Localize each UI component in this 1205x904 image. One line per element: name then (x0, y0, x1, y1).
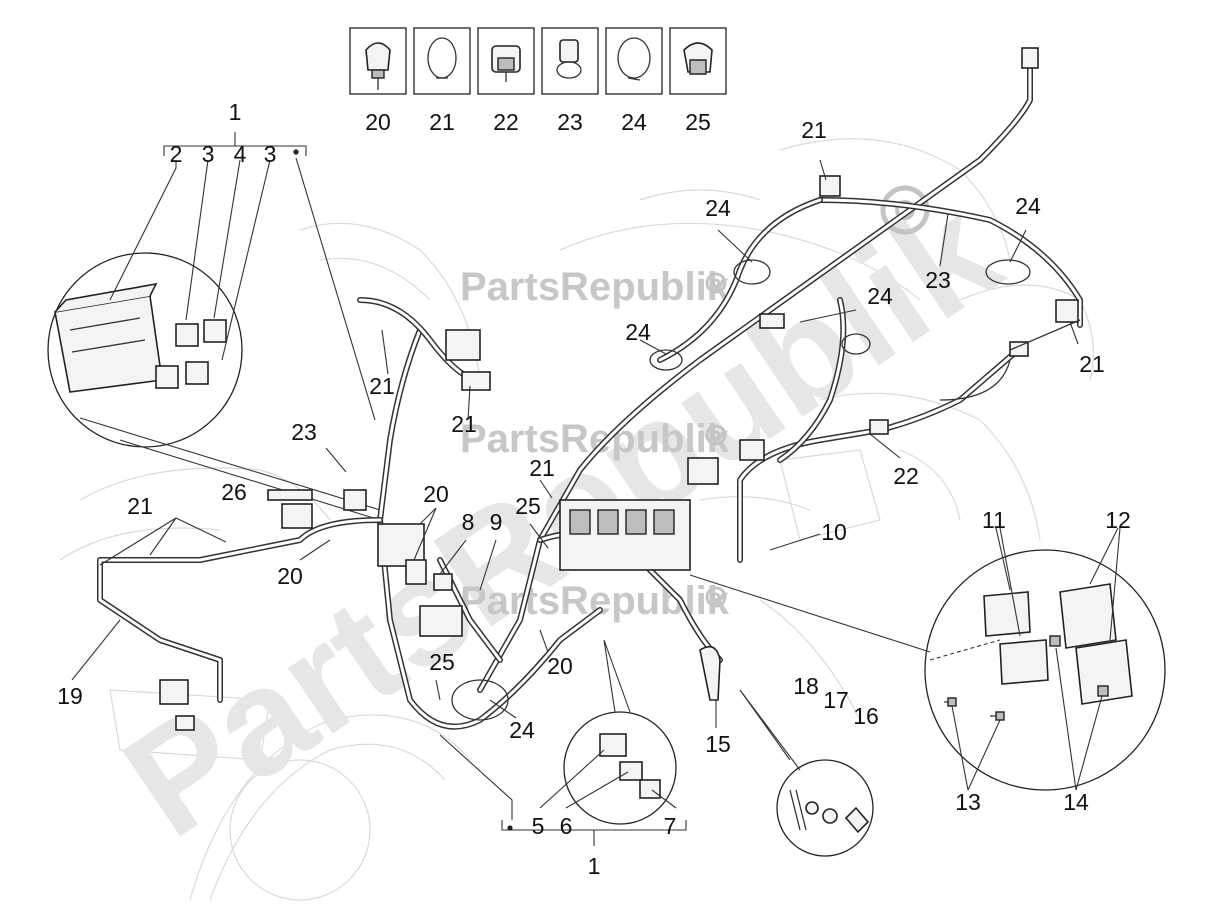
callout-26: 26 (221, 479, 247, 505)
callout-3a: 3 (202, 141, 215, 167)
callout-14: 14 (1063, 789, 1089, 815)
bullet-dot-top (293, 149, 299, 155)
bolt-detail (739, 689, 874, 857)
callout-21-center: 21 (529, 455, 555, 481)
callout-24-low: 24 (509, 717, 535, 743)
callout-8: 8 (462, 509, 475, 535)
watermark-small-text-1: PartsRepublik (460, 265, 730, 309)
callout-13: 13 (955, 789, 981, 815)
callout-24-d: 24 (625, 319, 651, 345)
callout-4: 4 (234, 141, 247, 167)
legend-box-24 (605, 27, 663, 95)
kit-bracket-bottom (439, 734, 687, 846)
callout-6: 6 (560, 813, 573, 839)
callout-21-right: 21 (1079, 351, 1105, 377)
callout-20-a: 20 (423, 481, 449, 507)
ring-clamp-large-icon (617, 37, 651, 81)
fuse-box-detail (47, 159, 381, 521)
callout-11: 11 (982, 507, 1006, 533)
legend-box-21 (413, 27, 471, 95)
fuse-detail (539, 639, 677, 825)
callout-23-left: 23 (291, 419, 317, 445)
callout-17: 17 (823, 687, 849, 713)
callout-21-box: 21 (429, 109, 455, 135)
callout-7: 7 (664, 813, 677, 839)
tape-strip (267, 489, 313, 501)
bullet-dot-bottom (507, 825, 513, 831)
ring-clamp-icon (427, 37, 457, 79)
callout-21-mid: 21 (369, 373, 395, 399)
callout-24-b: 24 (1015, 193, 1041, 219)
callout-3b: 3 (264, 141, 277, 167)
connector-top-right (1021, 47, 1039, 69)
callout-25-low: 25 (429, 649, 455, 675)
callout-16: 16 (853, 703, 879, 729)
callout-19: 19 (57, 683, 83, 709)
clip-legend (349, 27, 727, 95)
hook-clip-icon (683, 42, 713, 75)
relay-detail (689, 527, 1166, 791)
callout-25-box: 25 (685, 109, 711, 135)
callout-20-b: 20 (277, 563, 303, 589)
callout-9: 9 (490, 509, 503, 535)
cable-tie-clip-icon (556, 39, 582, 79)
callout-22-right: 22 (893, 463, 919, 489)
leader-lines (71, 159, 1079, 728)
harness-components (159, 47, 1081, 731)
callout-24-a: 24 (705, 195, 731, 221)
callout-21-topright: 21 (801, 117, 827, 143)
callout-24-c: 24 (867, 283, 893, 309)
callout-21-midlow: 21 (451, 411, 477, 437)
callout-25-mid: 25 (515, 493, 541, 519)
callout-21-left: 21 (127, 493, 153, 519)
callout-20-c: 20 (547, 653, 573, 679)
square-clip-icon (491, 45, 521, 82)
callout-labels: 1 2 3 4 3 20 21 22 23 24 25 21 24 24 24 … (57, 99, 1131, 879)
callout-1-bottom: 1 (588, 853, 601, 879)
callout-23-box: 23 (557, 109, 583, 135)
callout-5: 5 (532, 813, 545, 839)
clip-screw-icon (365, 42, 391, 90)
callout-22-box: 22 (493, 109, 519, 135)
callout-23-right: 23 (925, 267, 951, 293)
callout-1-top: 1 (229, 99, 242, 125)
callout-15: 15 (705, 731, 731, 757)
callout-12: 12 (1105, 507, 1131, 533)
callout-2: 2 (170, 141, 183, 167)
callout-20-box: 20 (365, 109, 391, 135)
callout-24-box: 24 (621, 109, 647, 135)
kit-bracket-top (163, 132, 376, 421)
callout-18: 18 (793, 673, 819, 699)
callout-10: 10 (821, 519, 847, 545)
